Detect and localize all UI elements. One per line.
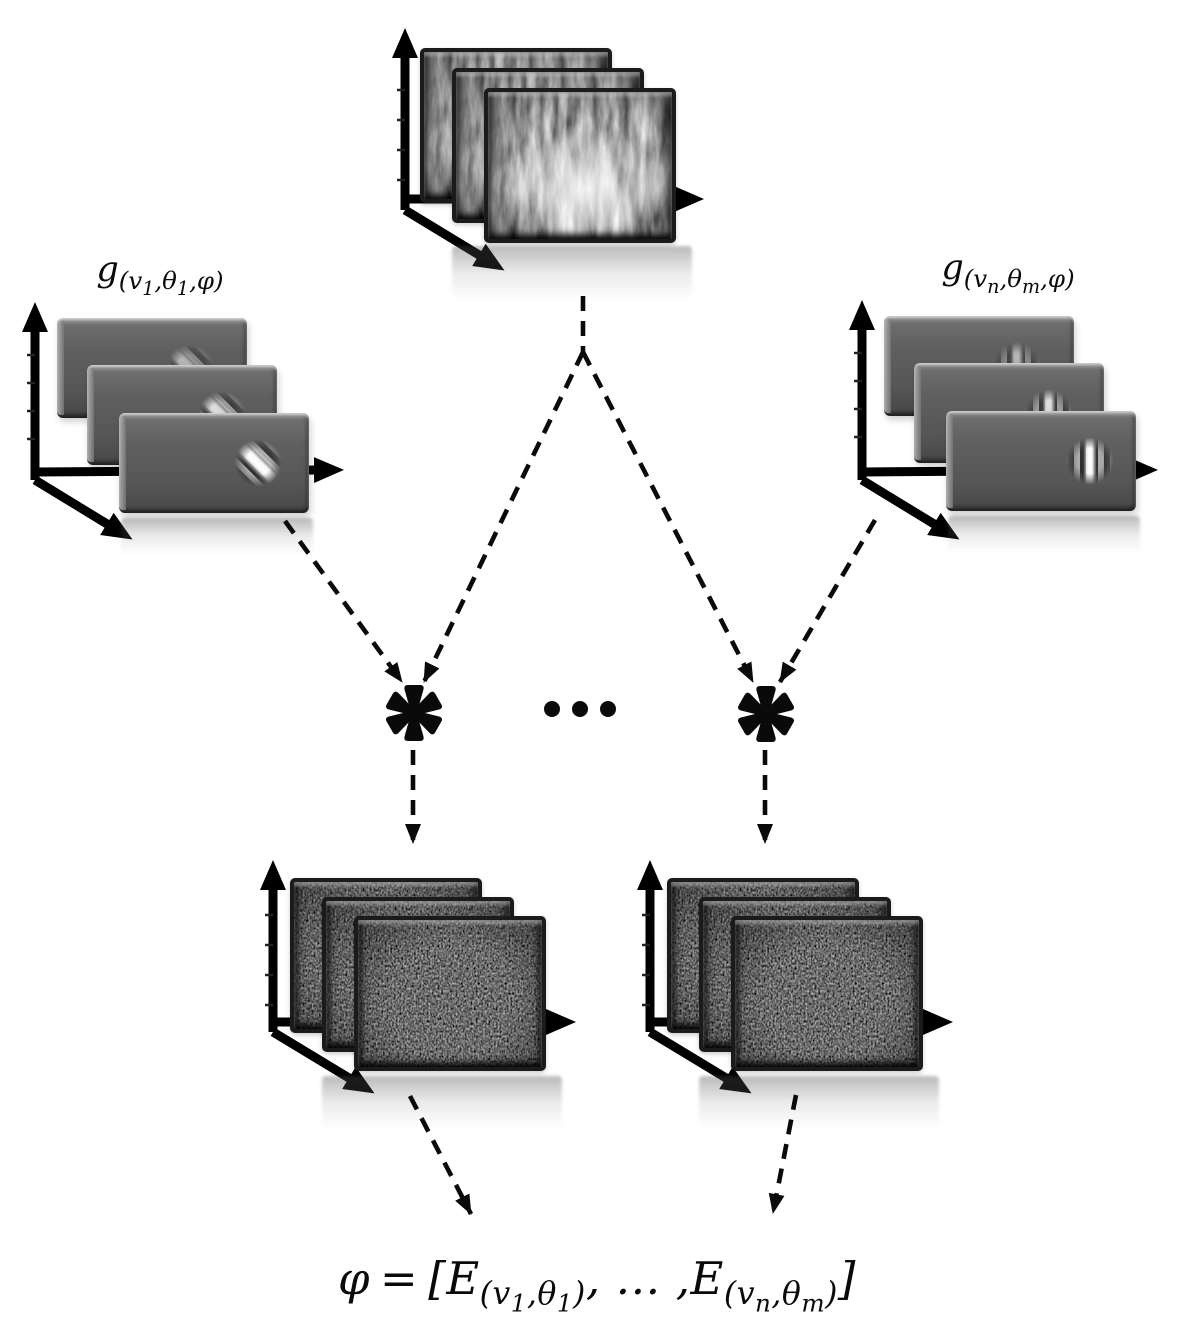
time-axis-arrow [32, 476, 133, 540]
response-frame-front [354, 916, 546, 1071]
response-left-reflection [322, 1076, 562, 1134]
left-filter-reflection [121, 518, 313, 558]
right-filter-axis-ticks [854, 351, 862, 439]
gabor-panel-front [946, 411, 1136, 511]
time-axis-arrow [859, 476, 960, 540]
right-filter-label: g(vn,θm,φ) [941, 248, 1075, 298]
convolution-operator-icon [736, 686, 796, 742]
video-reflection [452, 246, 692, 306]
gabor-panel-front [119, 413, 309, 513]
video-to-right-convolution-arrow [580, 350, 756, 684]
right-filter-to-convolution-arrow [778, 518, 877, 684]
gabor-patch-vertical [1056, 428, 1125, 494]
energy-feature-formula: φ=[E(v1,θ1), … ,E(vn,θm)] [0, 1252, 1194, 1318]
video-to-left-convolution-arrow [421, 351, 586, 683]
filter-symbol: g [941, 248, 964, 288]
right-filter-reflection [948, 516, 1140, 556]
response-frame-front [731, 916, 923, 1071]
energy-term-1: E(v1,θ1) [446, 1252, 586, 1318]
convolution-operator-icon [384, 685, 444, 741]
left-filter-label: g(v1,θ1,φ) [96, 250, 224, 300]
energy-term-2: E(vn,θm) [690, 1252, 838, 1318]
gabor-patch-diagonal [223, 430, 292, 496]
left-filter-axis-ticks [27, 353, 35, 441]
filter-symbol: g [96, 250, 119, 290]
equals-sign: = [380, 1252, 419, 1305]
close-bracket: ] [837, 1252, 856, 1305]
response-right-reflection [699, 1076, 939, 1134]
open-bracket: [ [428, 1252, 447, 1305]
response-right-axis-ticks [642, 913, 650, 1007]
response-left-axis-ticks [265, 913, 273, 1007]
video-axis-ticks [397, 88, 405, 182]
ellipsis-dots-icon [544, 701, 616, 717]
phi-symbol: φ [338, 1252, 371, 1305]
ellipsis-separator: , … , [585, 1252, 691, 1305]
video-frame-front [484, 88, 676, 243]
